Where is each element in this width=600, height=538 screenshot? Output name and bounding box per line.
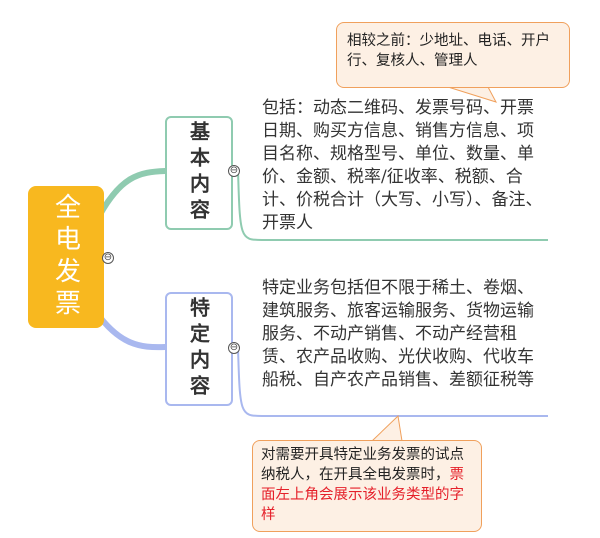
connector-branch1-leaf	[237, 169, 548, 241]
connector-branch2-leaf	[237, 347, 548, 417]
collapse-toggle-icon[interactable]: ⊖	[102, 252, 114, 264]
callout-specific-highlight: 票面左上角会展示该业务类型的字样	[261, 467, 464, 523]
branch-specific-content[interactable]: 特定内容	[165, 292, 233, 406]
root-node[interactable]: 全电发票	[28, 186, 104, 328]
branch-basic-label: 基本内容	[186, 121, 211, 225]
callout2-tail	[370, 414, 403, 442]
branch-basic-content[interactable]: 基本内容	[165, 116, 233, 230]
callout-specific-text: 对需要开具特定业务发票的试点纳税人，在开具全电发票时，	[261, 447, 464, 483]
connector-root-branch2	[93, 309, 168, 351]
collapse-toggle-icon[interactable]: ⊖	[228, 165, 240, 177]
callout-comparison-note[interactable]: 相较之前：少地址、电话、开户行、复核人、管理人	[336, 22, 570, 88]
leaf-specific-content[interactable]: 特定业务包括但不限于稀土、卷烟、建筑服务、旅客运输服务、货物运输服务、不动产销售…	[262, 278, 534, 390]
branch-specific-label: 特定内容	[186, 297, 211, 401]
root-label: 全电发票	[50, 193, 81, 321]
connector-root-branch1	[93, 168, 168, 225]
collapse-toggle-icon[interactable]: ⊖	[228, 342, 240, 354]
callout-specific-note[interactable]: 对需要开具特定业务发票的试点纳税人，在开具全电发票时，票面左上角会展示该业务类型…	[252, 440, 482, 532]
leaf-basic-content[interactable]: 包括：动态二维码、发票号码、开票日期、购买方信息、销售方信息、项目名称、规格型号…	[262, 98, 543, 233]
